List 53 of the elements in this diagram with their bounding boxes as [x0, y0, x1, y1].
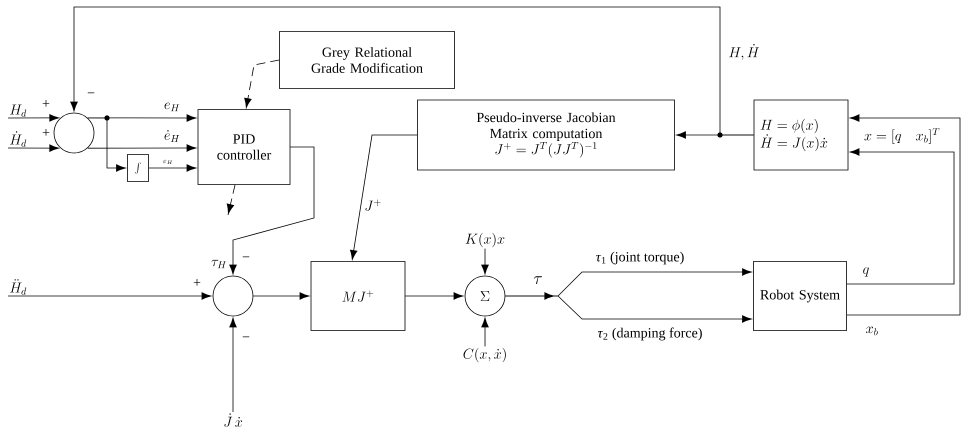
arrow: [253, 292, 310, 300]
process-box: Robot System: [753, 261, 847, 331]
arrow: [8, 292, 212, 300]
arrow: [229, 318, 237, 412]
controller-box: PID controller: [198, 109, 290, 185]
edge-label: τ$_{1}$ (joint torque): [596, 252, 684, 264]
arrow: [8, 144, 60, 152]
arrow: [226, 184, 236, 216]
signal-label: $H_{d}$: [10, 104, 26, 117]
signal-label: $\dot{J}\,\dot{x}$: [224, 413, 242, 427]
sign-label: −: [88, 92, 94, 94]
edge-label: $\dot{e}_{H}$: [164, 130, 180, 142]
signal-label: $\ddot{H}_{d}$: [10, 279, 26, 295]
arrow: [229, 146, 314, 274]
process-box: $MJ^{+}$: [310, 261, 406, 331]
arrow: [244, 60, 280, 110]
process-box: $H = \phi(x)$ $\dot{H} = J(x)\dot{x}$: [754, 100, 848, 170]
signal-label: $\dot{H}_{d}$: [10, 131, 26, 147]
edge-label: $\varepsilon_{H}$: [163, 160, 172, 164]
arrow: [8, 114, 60, 122]
edge-label: $q$: [863, 267, 869, 276]
process-box: Pseudo-inverse Jacobian Matrix computation $J^{+} = J^{T}(JJ^{T})^{-1}$: [417, 100, 675, 170]
arrow: [87, 144, 196, 152]
sign-label: +: [194, 279, 200, 286]
arrow: [148, 164, 196, 172]
edge-label: $J^{+}$: [365, 199, 381, 211]
sign-label: −: [242, 256, 250, 258]
arrow: [481, 248, 489, 274]
edge-label: τ$_{2}$ (damping force): [598, 328, 702, 340]
summing-junction: [54, 112, 94, 154]
edge-label: $\tau_{H}$: [212, 260, 226, 268]
formula-label: $x = [q\quad x_{b}]^{T}$: [864, 128, 940, 144]
arrow: [676, 131, 754, 139]
arrow: [350, 134, 418, 260]
integrator-box: $\int$: [127, 154, 149, 182]
arrow: [846, 148, 954, 284]
arrow: [405, 292, 464, 300]
sign-label: −: [242, 336, 250, 338]
arrow: [846, 114, 960, 316]
summing-junction: [212, 276, 254, 316]
sign-label: +: [42, 100, 50, 107]
sign-label: +: [42, 129, 50, 136]
signal-label: $C(x,\dot{x})$: [464, 348, 506, 362]
process-box: Grey Relational Grade Modification: [279, 31, 455, 89]
formula-label: $\tau$: [534, 276, 542, 284]
edge-label: $e_{H}$: [164, 102, 180, 112]
arrow: [87, 117, 126, 172]
summing-junction: $\Sigma$: [464, 276, 506, 316]
signal-label: $K(x)x$: [466, 232, 504, 248]
edge-label: $x_{b}$: [866, 326, 878, 336]
edge-label: $H,\dot{H}$: [729, 44, 760, 60]
arrow: [481, 318, 489, 347]
arrow: [505, 296, 752, 323]
